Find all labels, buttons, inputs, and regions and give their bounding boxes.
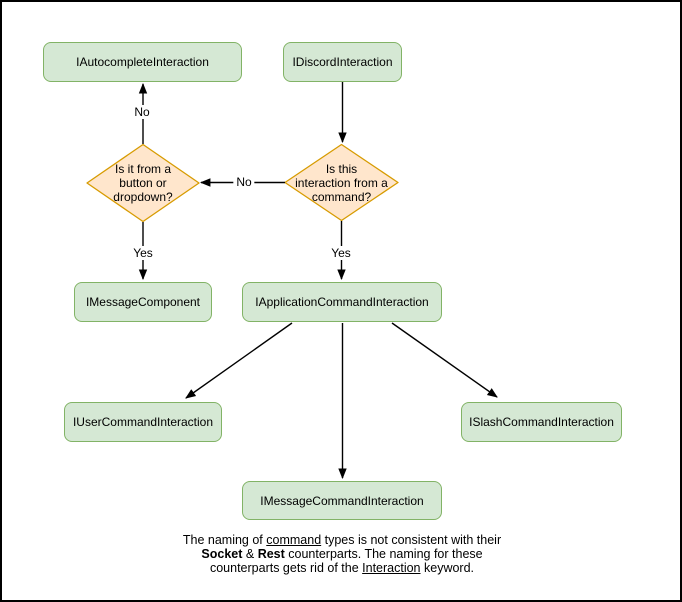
node-user-command-interaction: IUserCommandInteraction xyxy=(64,402,222,442)
naming-note-line-2: Socket & Rest counterparts. The naming f… xyxy=(201,547,483,561)
decision-from-command-shape xyxy=(284,143,399,222)
edge-label-yes-right: Yes xyxy=(328,246,354,260)
decision-line: Is this xyxy=(325,161,358,176)
edge-to-slash-command xyxy=(391,322,498,398)
node-autocomplete-interaction: IAutocompleteInteraction xyxy=(43,42,242,82)
naming-note-line-1: The naming of command types is not consi… xyxy=(182,533,502,547)
decision-line: command? xyxy=(311,189,372,204)
decision-button-dropdown-shape xyxy=(86,143,200,223)
edge-label-no-top: No xyxy=(131,105,153,119)
decision-line: interaction from a xyxy=(295,175,388,190)
node-message-component: IMessageComponent xyxy=(74,282,212,322)
decision-from-command-label: Is this interaction from a command? xyxy=(295,162,388,204)
decision-button-dropdown-label: Is it from a button or dropdown? xyxy=(113,162,172,204)
node-application-command-interaction: IApplicationCommandInteraction xyxy=(242,282,442,322)
edge-to-user-command xyxy=(185,322,293,399)
decision-line: dropdown? xyxy=(113,190,173,204)
edge-label-yes-left: Yes xyxy=(130,246,156,260)
node-slash-command-interaction: ISlashCommandInteraction xyxy=(461,402,622,442)
edge-label-no-middle: No xyxy=(233,175,255,189)
naming-note: The naming of command types is not consi… xyxy=(162,533,522,575)
decision-line: Is it from a xyxy=(114,162,172,176)
node-message-command-interaction: IMessageCommandInteraction xyxy=(242,481,442,520)
naming-note-line-3: counterparts gets rid of the Interaction… xyxy=(209,561,475,575)
decision-line: button or xyxy=(119,176,167,190)
node-discord-interaction: IDiscordInteraction xyxy=(283,42,402,82)
